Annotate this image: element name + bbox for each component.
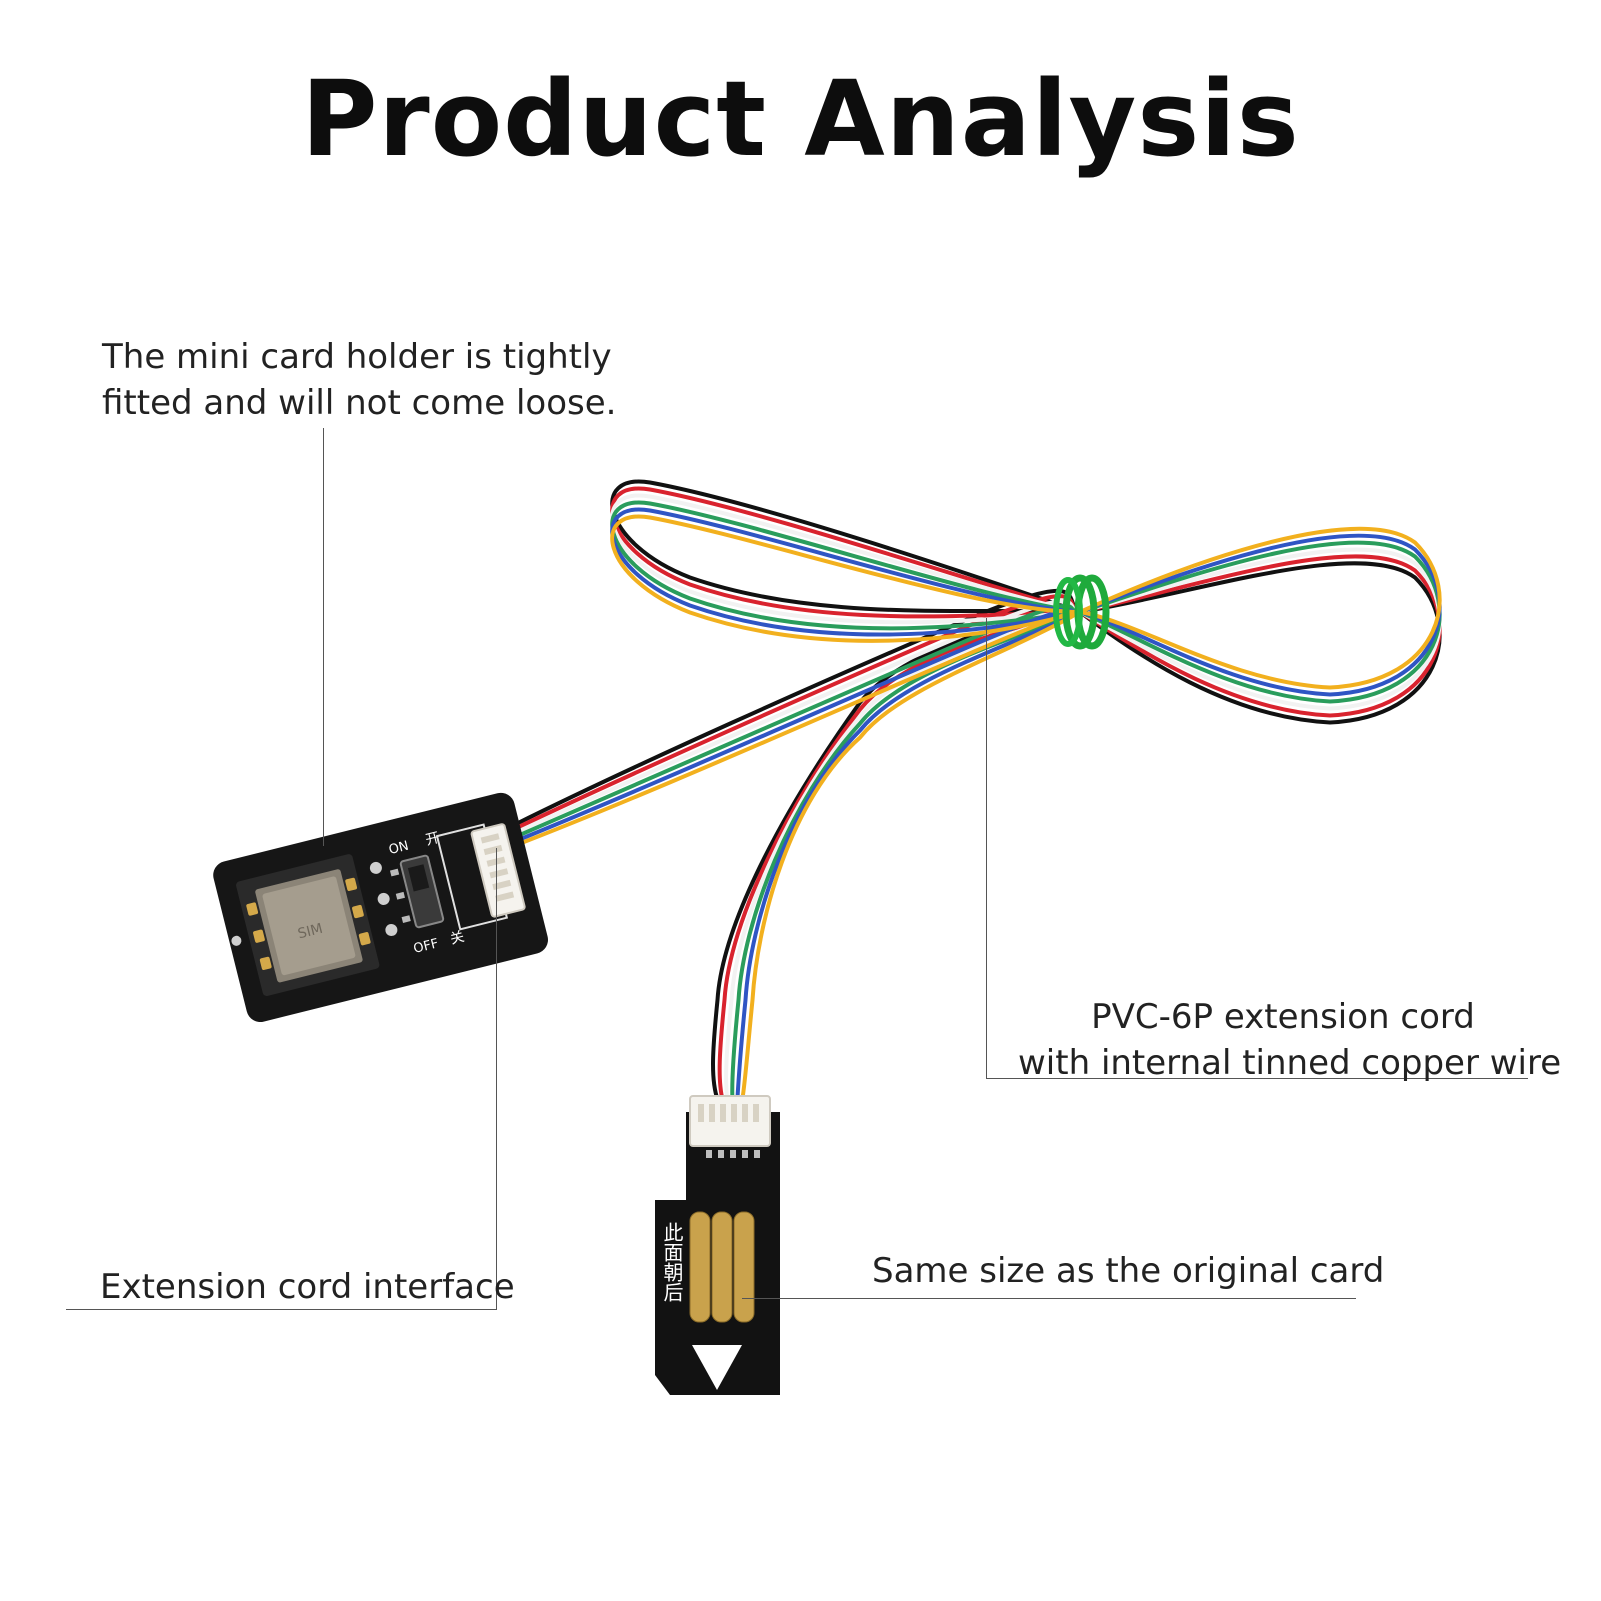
cord-wire: [1078, 554, 1442, 718]
guan-label: 关: [449, 929, 466, 948]
extension-cord-wires: [513, 479, 1442, 1102]
cord-wire: [711, 610, 1082, 1102]
cord-wire: [717, 610, 1082, 1102]
size-caption: Same size as the original card: [872, 1251, 1385, 1291]
holder-caption: The mini card holder is tightly fitted a…: [102, 334, 617, 426]
cord-caption-line2: with internal tinned copper wire: [1018, 1043, 1562, 1083]
holder-caption-line1: The mini card holder is tightly: [102, 337, 612, 377]
cord-wire: [724, 610, 1082, 1102]
cord-wire: [740, 610, 1082, 1102]
cable-tie: [1053, 574, 1110, 650]
cord-caption-line1: PVC-6P extension cord: [1091, 997, 1475, 1037]
page-title: Product Analysis: [301, 58, 1300, 180]
holder-caption-line2: fitted and will not come loose.: [102, 383, 617, 423]
cord-wire: [610, 514, 1082, 643]
interface-caption: Extension cord interface: [100, 1267, 515, 1307]
cord-wire: [1078, 526, 1442, 690]
card-adapter-board: 此面朝后: [655, 1095, 780, 1395]
insert-arrow-icon: [692, 1345, 742, 1390]
interface-callout-horizontal: [66, 1309, 497, 1310]
cord-callout-horizontal: [986, 1078, 1528, 1079]
interface-callout-vertical: [496, 848, 497, 1310]
cord-caption: PVC-6P extension cord with internal tinn…: [1018, 994, 1562, 1086]
kai-label: 开: [424, 830, 441, 849]
cord-callout-vertical: [986, 618, 987, 1078]
holder-callout-line: [323, 428, 324, 846]
cord-wire: [1078, 561, 1442, 725]
on-label: ON: [387, 839, 410, 858]
card-holder-board: SIM ON OFF 开 关: [213, 792, 548, 1023]
sim-marking: SIM: [296, 921, 324, 943]
cord-wire: [735, 610, 1082, 1102]
off-label: OFF: [412, 936, 440, 957]
size-callout-line: [742, 1298, 1356, 1299]
back-label: 此面朝后: [660, 1222, 684, 1302]
